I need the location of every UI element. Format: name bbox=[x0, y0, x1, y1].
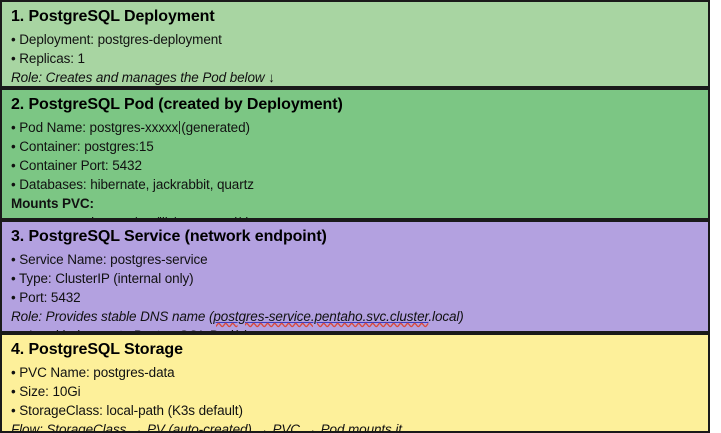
panel-storage-bullet-pvc: • PVC Name: postgres-data bbox=[11, 365, 175, 380]
panel-pod-mount-suffix: /data bbox=[237, 215, 267, 218]
panel-deployment: 1. PostgreSQL Deployment • Deployment: p… bbox=[0, 0, 710, 88]
panel-service-heading: 3. PostgreSQL Service (network endpoint) bbox=[11, 228, 327, 245]
panel-storage-bullet-class: • StorageClass: local-path (K3s default) bbox=[11, 403, 243, 418]
panel-service-bullet-name: • Service Name: postgres-service bbox=[11, 252, 208, 267]
panel-pod-bullet-container: • Container: postgres:15 bbox=[11, 139, 154, 154]
panel-pod-name-suffix: (generated) bbox=[181, 120, 250, 135]
panel-pod-name-line: • Pod Name: postgres-xxxxx(generated) bbox=[11, 118, 699, 137]
panel-pod-name-prefix: • Pod Name: postgres-xxxxx bbox=[11, 120, 179, 135]
spellcheck-misspelling: postgresql bbox=[176, 215, 237, 218]
text-caret bbox=[179, 121, 181, 134]
panel-service-bullet-port: • Port: 5432 bbox=[11, 290, 81, 305]
panel-service-role-suffix: .local) bbox=[428, 309, 464, 324]
panel-storage-flow-note: Flow: StorageClass → PV (auto-created) →… bbox=[11, 422, 402, 433]
panel-pod-heading: 2. PostgreSQL Pod (created by Deployment… bbox=[11, 96, 343, 113]
panel-storage-bullet-size: • Size: 10Gi bbox=[11, 384, 81, 399]
panel-storage: 4. PostgreSQL Storage • PVC Name: postgr… bbox=[0, 333, 710, 433]
dns-name-link-text: postgres-service.pentaho.svc.cluster bbox=[213, 309, 429, 324]
panel-pod-bullet-databases: • Databases: hibernate, jackrabbit, quar… bbox=[11, 177, 254, 192]
panel-pod-mount-entry: • postgres-data → /var/lib/postgresql/da… bbox=[11, 213, 699, 218]
panel-deployment-bullet-2: • Replicas: 1 bbox=[11, 51, 85, 66]
panel-pod-mounts-label: Mounts PVC: bbox=[11, 196, 94, 211]
dns-name-link[interactable]: postgres-service.pentaho.svc.cluster bbox=[213, 309, 428, 324]
panel-service-loadbalance-note: → Load balances to PostgreSQL Pod(s) bbox=[11, 326, 699, 331]
panel-pod-mount-prefix: • postgres-data → /var/lib/ bbox=[23, 215, 176, 218]
panel-service-bullet-type: • Type: ClusterIP (internal only) bbox=[11, 271, 194, 286]
panel-pod-bullet-port: • Container Port: 5432 bbox=[11, 158, 142, 173]
panel-deployment-role-note: Role: Creates and manages the Pod below … bbox=[11, 70, 275, 85]
panel-deployment-bullet-1: • Deployment: postgres-deployment bbox=[11, 32, 222, 47]
panel-pod: 2. PostgreSQL Pod (created by Deployment… bbox=[0, 88, 710, 220]
panel-service-role-prefix: Role: Provides stable DNS name ( bbox=[11, 309, 214, 324]
panel-service-role-note: Role: Provides stable DNS name (postgres… bbox=[11, 307, 699, 326]
panel-storage-heading: 4. PostgreSQL Storage bbox=[11, 341, 183, 358]
panel-service: 3. PostgreSQL Service (network endpoint)… bbox=[0, 220, 710, 333]
panel-deployment-heading: 1. PostgreSQL Deployment bbox=[11, 8, 215, 25]
